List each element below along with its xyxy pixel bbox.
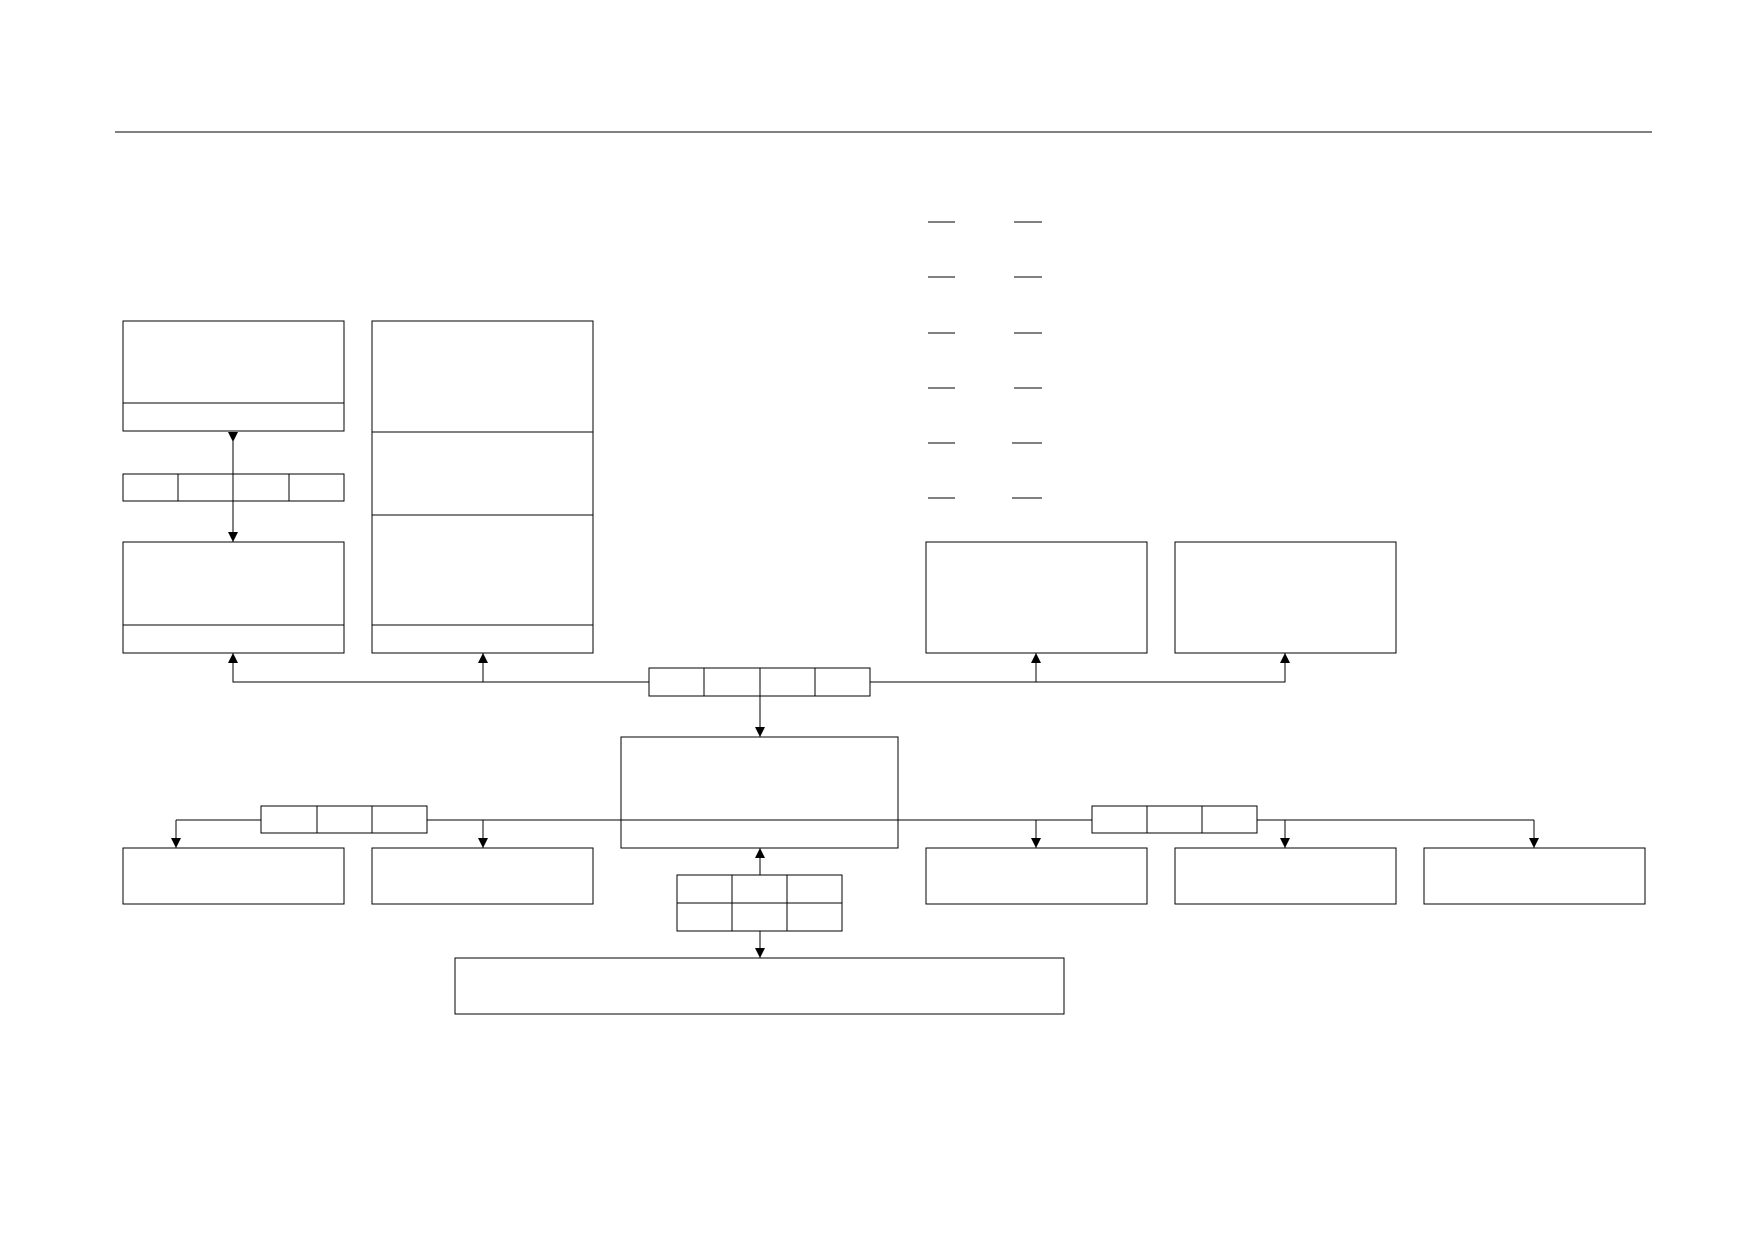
block-upper-right-b bbox=[1174, 541, 1397, 654]
block-bottom-right-a bbox=[925, 847, 1148, 905]
block-top-left-lower bbox=[122, 541, 345, 654]
block-bottom-right-c bbox=[1423, 847, 1646, 905]
legend bbox=[928, 221, 1042, 499]
bus-left-upper bbox=[228, 653, 649, 683]
center-grid-table bbox=[676, 874, 843, 932]
block-upper-right-a bbox=[925, 541, 1148, 654]
block-tall-middle-left bbox=[371, 320, 594, 654]
hub-table bbox=[648, 667, 871, 697]
block-wide-bottom bbox=[454, 957, 1065, 1015]
block-bottom-right-b bbox=[1174, 847, 1397, 905]
block-bottom-left-a bbox=[122, 847, 345, 905]
lower-left-table bbox=[260, 805, 428, 834]
block-bottom-left-b bbox=[371, 847, 594, 905]
block-top-left-upper bbox=[122, 320, 345, 432]
bus-right-upper bbox=[870, 653, 1290, 683]
lower-right-table bbox=[1091, 805, 1258, 834]
block-central bbox=[620, 736, 899, 849]
